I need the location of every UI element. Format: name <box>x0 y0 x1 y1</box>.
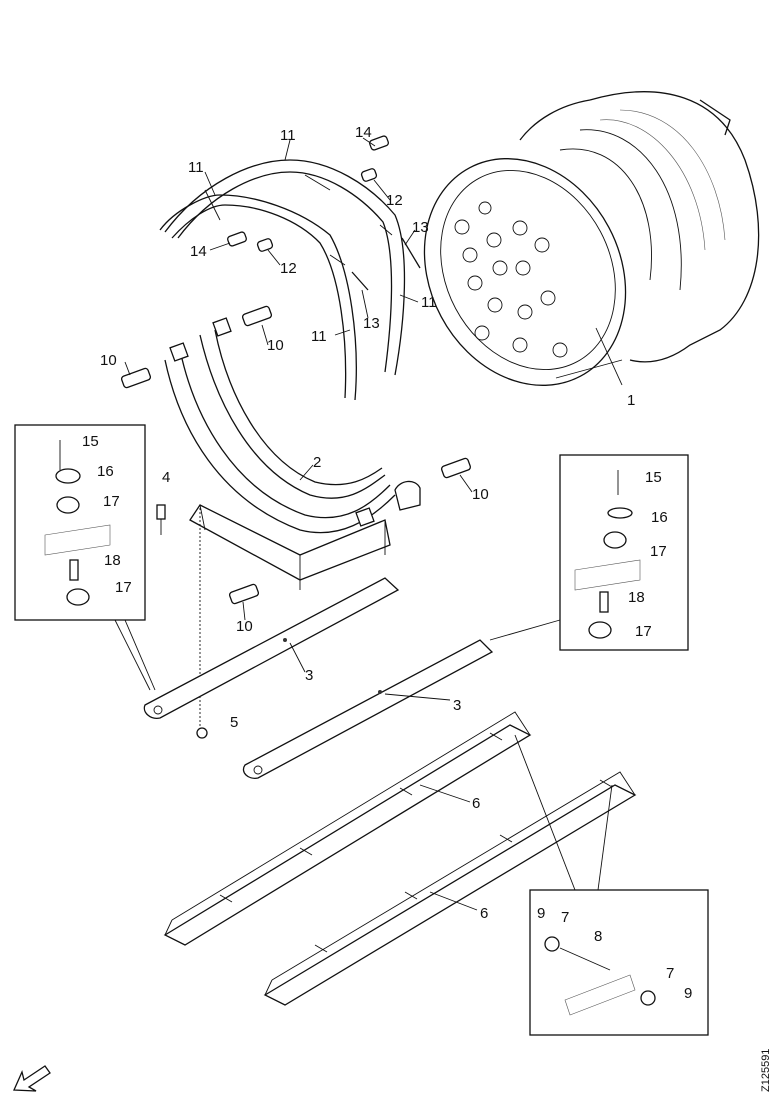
callout-13: 13 <box>412 219 429 236</box>
figure-reference: Z125591 <box>760 1049 772 1092</box>
callout-11: 11 <box>188 159 204 176</box>
part-6-rails <box>163 711 637 1006</box>
callout-10: 10 <box>472 486 489 503</box>
part-3-bars <box>143 577 494 779</box>
detail-inset-bottom-right <box>514 734 709 1036</box>
part-1-tank <box>423 91 760 386</box>
callout-9: 9 <box>684 985 692 1002</box>
callout-11: 11 <box>311 328 327 345</box>
callout-9: 9 <box>537 905 545 922</box>
detail-inset-left <box>14 424 156 691</box>
callout-10: 10 <box>236 618 253 635</box>
callout-17: 17 <box>115 579 132 596</box>
callout-16: 16 <box>97 463 114 480</box>
part-12-14-fasteners <box>227 135 421 291</box>
callout-12: 12 <box>386 192 403 209</box>
callout-10: 10 <box>267 337 284 354</box>
callout-15: 15 <box>82 433 99 450</box>
callout-2: 2 <box>313 454 321 471</box>
callout-5: 5 <box>230 714 238 731</box>
callout-1: 1 <box>627 392 635 409</box>
callout-7: 7 <box>666 965 674 982</box>
callout-4: 4 <box>162 469 170 486</box>
callout-11: 11 <box>280 127 296 144</box>
part-11-straps <box>159 159 406 401</box>
callout-14: 14 <box>355 124 372 141</box>
callout-13: 13 <box>363 315 380 332</box>
callout-7: 7 <box>561 909 569 926</box>
callout-17: 17 <box>103 493 120 510</box>
detail-inset-right <box>489 454 689 651</box>
callout-10: 10 <box>100 352 117 369</box>
callout-3: 3 <box>453 697 461 714</box>
callout-6: 6 <box>472 795 480 812</box>
callout-3: 3 <box>305 667 313 684</box>
callout-8: 8 <box>594 928 602 945</box>
part-2-saddle <box>164 317 421 590</box>
callout-14: 14 <box>190 243 207 260</box>
part-10-pins <box>120 305 472 605</box>
callout-11: 11 <box>421 294 437 311</box>
arrow-front-icon <box>13 1065 51 1092</box>
callout-18: 18 <box>628 589 645 606</box>
part-4-5-bolts <box>156 504 208 739</box>
callout-6: 6 <box>480 905 488 922</box>
callout-17: 17 <box>650 543 667 560</box>
callout-labels: 1 2 3 3 4 5 6 6 7 7 8 9 9 10 10 10 10 11… <box>82 124 692 1002</box>
callout-15: 15 <box>645 469 662 486</box>
leader-lines <box>124 137 478 911</box>
callout-16: 16 <box>651 509 668 526</box>
callout-18: 18 <box>104 552 121 569</box>
callout-12: 12 <box>280 260 297 277</box>
callout-17: 17 <box>635 623 652 640</box>
